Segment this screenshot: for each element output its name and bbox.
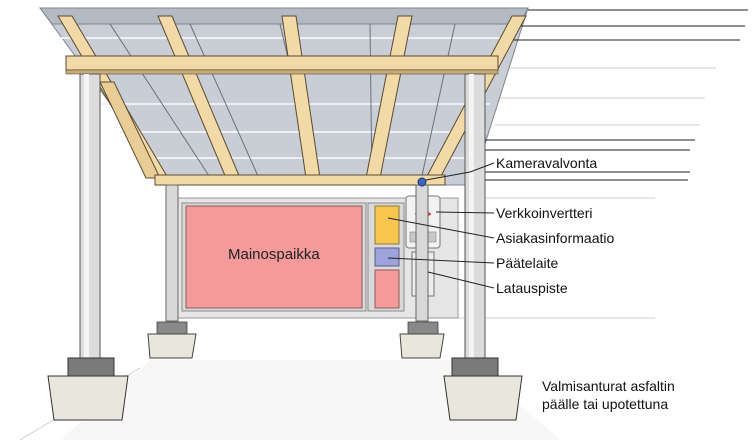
ad-panel [185, 205, 363, 309]
terminal-panel [374, 247, 400, 267]
front-pillars [47, 73, 523, 421]
rear-beam [154, 174, 446, 186]
info-panel [374, 205, 400, 245]
ad-space-label: Mainospaikka [228, 246, 320, 263]
camera-icon [417, 177, 427, 187]
roof-edge-lines [468, 9, 748, 181]
rear-pillars [147, 184, 445, 359]
sensor-note-line-1: Valmisanturat asfaltin [542, 378, 675, 394]
charger-panel [374, 269, 400, 309]
ground [60, 360, 560, 440]
callout-camera: Kameravalvonta [496, 155, 598, 171]
sensor-note: Valmisanturat asfaltin päälle tai upotet… [542, 377, 675, 413]
callout-charger: Latauspiste [496, 280, 568, 296]
callout-leaders [387, 162, 495, 289]
callout-terminal: Päätelaite [496, 255, 559, 271]
callout-inverter: Verkkoinvertteri [496, 205, 593, 221]
front-beam [65, 55, 499, 75]
sensor-note-line-2: päälle tai upotettuna [542, 396, 669, 412]
callout-customer-info: Asiakasinformaatio [496, 230, 615, 246]
